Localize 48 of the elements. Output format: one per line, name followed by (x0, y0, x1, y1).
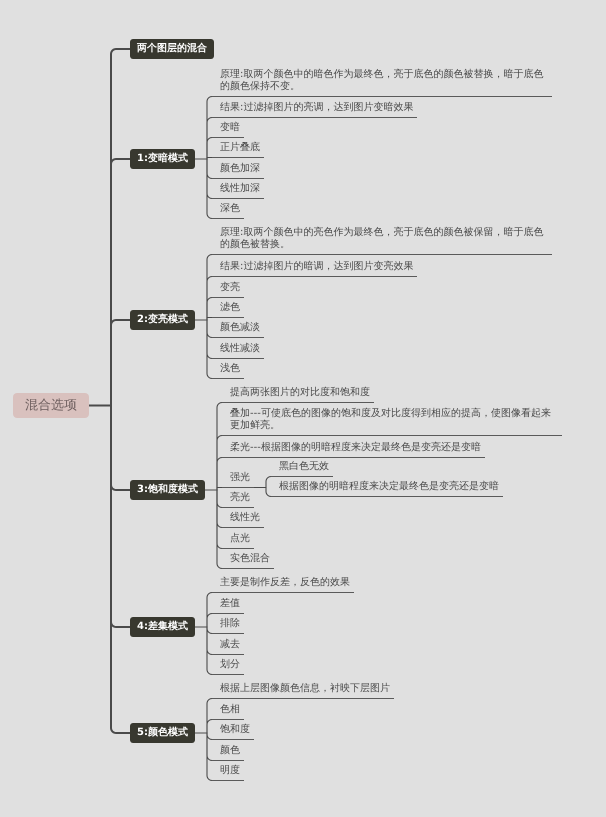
subtopic-label: 正片叠底 (212, 142, 264, 158)
subtopic-label: 颜色 (212, 745, 244, 761)
subtopic-label: 线性光 (222, 512, 264, 528)
subtopic-label: 提高两张图片的对比度和饱和度 (222, 387, 374, 403)
subtopic-label: 颜色加深 (212, 163, 264, 179)
subtopic-label: 强光 (222, 472, 254, 488)
subtopic-label: 根据上层图像颜色信息，衬映下层图片 (212, 683, 394, 699)
subtopic-label: 原理:取两个颜色中的亮色作为最终色，亮于底色的颜色被保留，暗于底色的颜色被替换。 (212, 227, 552, 255)
subtopic-label: 亮光 (222, 492, 254, 508)
subtopic-label: 叠加---可使底色的图像的饱和度及对比度得到相应的提高，使图像看起来更加鲜亮。 (222, 408, 562, 436)
topic-box: 3:饱和度模式 (130, 480, 205, 500)
subtopic-label: 主要是制作反差，反色的效果 (212, 577, 354, 593)
subtopic-label: 线性加深 (212, 183, 264, 199)
topic-box: 5:颜色模式 (130, 723, 195, 743)
subtopic-label: 线性减淡 (212, 343, 264, 359)
subtopic-label: 原理:取两个颜色中的暗色作为最终色，亮于底色的颜色被替换，暗于底色的颜色保持不变。 (212, 69, 552, 97)
connector-line (195, 319, 213, 380)
subtopic-label: 结果:过滤掉图片的亮调，达到图片变暗效果 (212, 102, 418, 118)
subtopic-label: 深色 (212, 203, 244, 219)
topic-box: 两个图层的混合 (130, 38, 214, 58)
connector-line (254, 486, 272, 498)
connector-line (195, 732, 213, 782)
subtopic-label: 点光 (222, 533, 254, 549)
subtopic-label: 减去 (212, 639, 244, 655)
subtopic-label: 颜色减淡 (212, 322, 264, 338)
topic-box: 2:变亮模式 (130, 310, 195, 330)
topic-box: 1:变暗模式 (130, 149, 195, 169)
subtopic-label: 变暗 (212, 122, 244, 138)
subtopic-label: 色相 (212, 704, 244, 720)
subtopic-label: 排除 (212, 618, 244, 634)
subtopic-label: 饱和度 (212, 724, 254, 740)
connector-line (205, 489, 223, 570)
subtopic-label: 柔光---根据图像的明暗程度来决定最终色是变亮还是变暗 (222, 442, 485, 458)
subtopic-label: 实色混合 (222, 553, 274, 569)
subtopic-label: 划分 (212, 659, 244, 675)
subtopic-label: 黑白色无效 (271, 461, 333, 477)
connector-line (89, 404, 130, 734)
connector-line (195, 158, 213, 220)
subtopic-label: 变亮 (212, 282, 244, 298)
subtopic-label: 滤色 (212, 302, 244, 318)
connector-line (195, 626, 213, 676)
subtopic-label: 根据图像的明暗程度来决定最终色是变亮还是变暗 (271, 481, 503, 497)
subtopic-label: 明度 (212, 765, 244, 781)
central-topic-box: 混合选项 (13, 393, 89, 418)
subtopic-label: 浅色 (212, 363, 244, 379)
topic-box: 4:差集模式 (130, 617, 195, 637)
subtopic-label: 结果:过滤掉图片的暗调，达到图片变亮效果 (212, 261, 418, 277)
subtopic-label: 差值 (212, 598, 244, 614)
